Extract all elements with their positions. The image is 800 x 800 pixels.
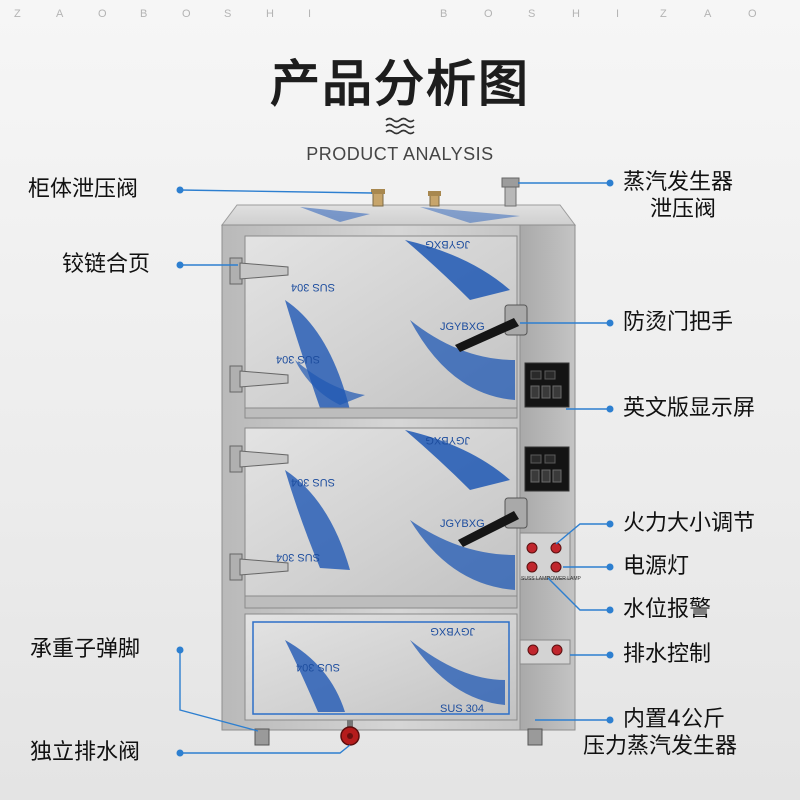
page-title: 产品分析图 — [270, 55, 530, 113]
header-letter: A — [704, 8, 712, 20]
label-builtin-line1: 内置4公斤 — [623, 707, 725, 732]
label-power-lamp: 电源灯 — [623, 554, 690, 579]
door-film-text: JGYBXG — [440, 518, 485, 530]
upper-door: JGYBXG SUS 304 JGYBXG SUS 304 — [244, 235, 518, 419]
header-letter: S — [528, 8, 536, 20]
drain-control-panel — [519, 639, 571, 665]
door-film-text: SUS 304 — [276, 353, 320, 365]
header-letter: Z — [660, 8, 667, 20]
label-steam-valve-line2: 泄压阀 — [650, 197, 717, 222]
header-letter: O — [748, 8, 757, 20]
drain-valve — [340, 720, 360, 746]
label-fire-adjust: 火力大小调节 — [623, 511, 756, 536]
header-letter: I — [308, 8, 312, 20]
leader-endpoints — [176, 179, 614, 757]
top-film — [300, 207, 520, 223]
door-film-text: SUS 304 — [296, 661, 340, 673]
page-subtitle: PRODUCT ANALYSIS — [306, 144, 494, 164]
header-letter: O — [484, 8, 493, 20]
door-film-text: JGYBXG — [425, 434, 470, 446]
door-film-text: JGYBXG — [440, 321, 485, 333]
door-film-text: SUS 304 — [291, 281, 335, 293]
header-letter: B — [440, 8, 448, 20]
label-water-alarm: 水位报警 — [623, 597, 712, 622]
label-steam-valve-line1: 蒸汽发生器 — [623, 170, 734, 195]
cabinet-pressure-valve — [371, 189, 385, 207]
bottom-compartment: JGYBXG SUS 304 SUS 304 — [244, 613, 518, 721]
label-handle: 防烫门把手 — [623, 310, 734, 335]
header-letter: B — [140, 8, 148, 20]
door-film-text: SUS 304 — [440, 703, 484, 715]
door-film-text: JGYBXG — [430, 625, 475, 637]
control-panel: SUSS LAMP POWER LAMP — [519, 532, 582, 582]
header-letter: H — [572, 8, 580, 20]
header-letter: Z — [14, 8, 21, 20]
header-letter: I — [616, 8, 620, 20]
label-drain-valve: 独立排水阀 — [30, 740, 141, 765]
label-drain-control: 排水控制 — [623, 642, 712, 667]
header-letter: S — [224, 8, 232, 20]
top-pressure-valve — [428, 191, 441, 207]
header-letter: O — [98, 8, 107, 20]
header-letter: A — [56, 8, 64, 20]
header-letter: O — [182, 8, 191, 20]
leader-lines — [179, 182, 610, 754]
steam-generator-valve — [501, 177, 520, 207]
middle-door: JGYBXG SUS 304 JGYBXG SUS 304 — [244, 427, 518, 609]
cabinet-top — [221, 204, 576, 226]
panel-text: POWER LAMP — [547, 576, 582, 582]
door-film-text: SUS 304 — [291, 476, 335, 488]
display-panel — [524, 362, 570, 492]
door-film-text: JGYBXG — [425, 238, 470, 250]
caster-feet — [254, 728, 543, 746]
label-caster: 承重子弹脚 — [30, 637, 141, 662]
label-display: 英文版显示屏 — [623, 396, 756, 421]
door-handle — [455, 304, 528, 547]
label-builtin-line2: 压力蒸汽发生器 — [583, 734, 738, 759]
header-letter: H — [266, 8, 274, 20]
label-hinge: 铰链合页 — [62, 252, 151, 277]
door-film-text: SUS 304 — [276, 551, 320, 563]
hinge — [229, 257, 289, 581]
label-cabinet-valve: 柜体泄压阀 — [28, 177, 139, 202]
panel-text: SUSS LAMP — [521, 576, 550, 582]
waves-icon — [385, 117, 415, 135]
